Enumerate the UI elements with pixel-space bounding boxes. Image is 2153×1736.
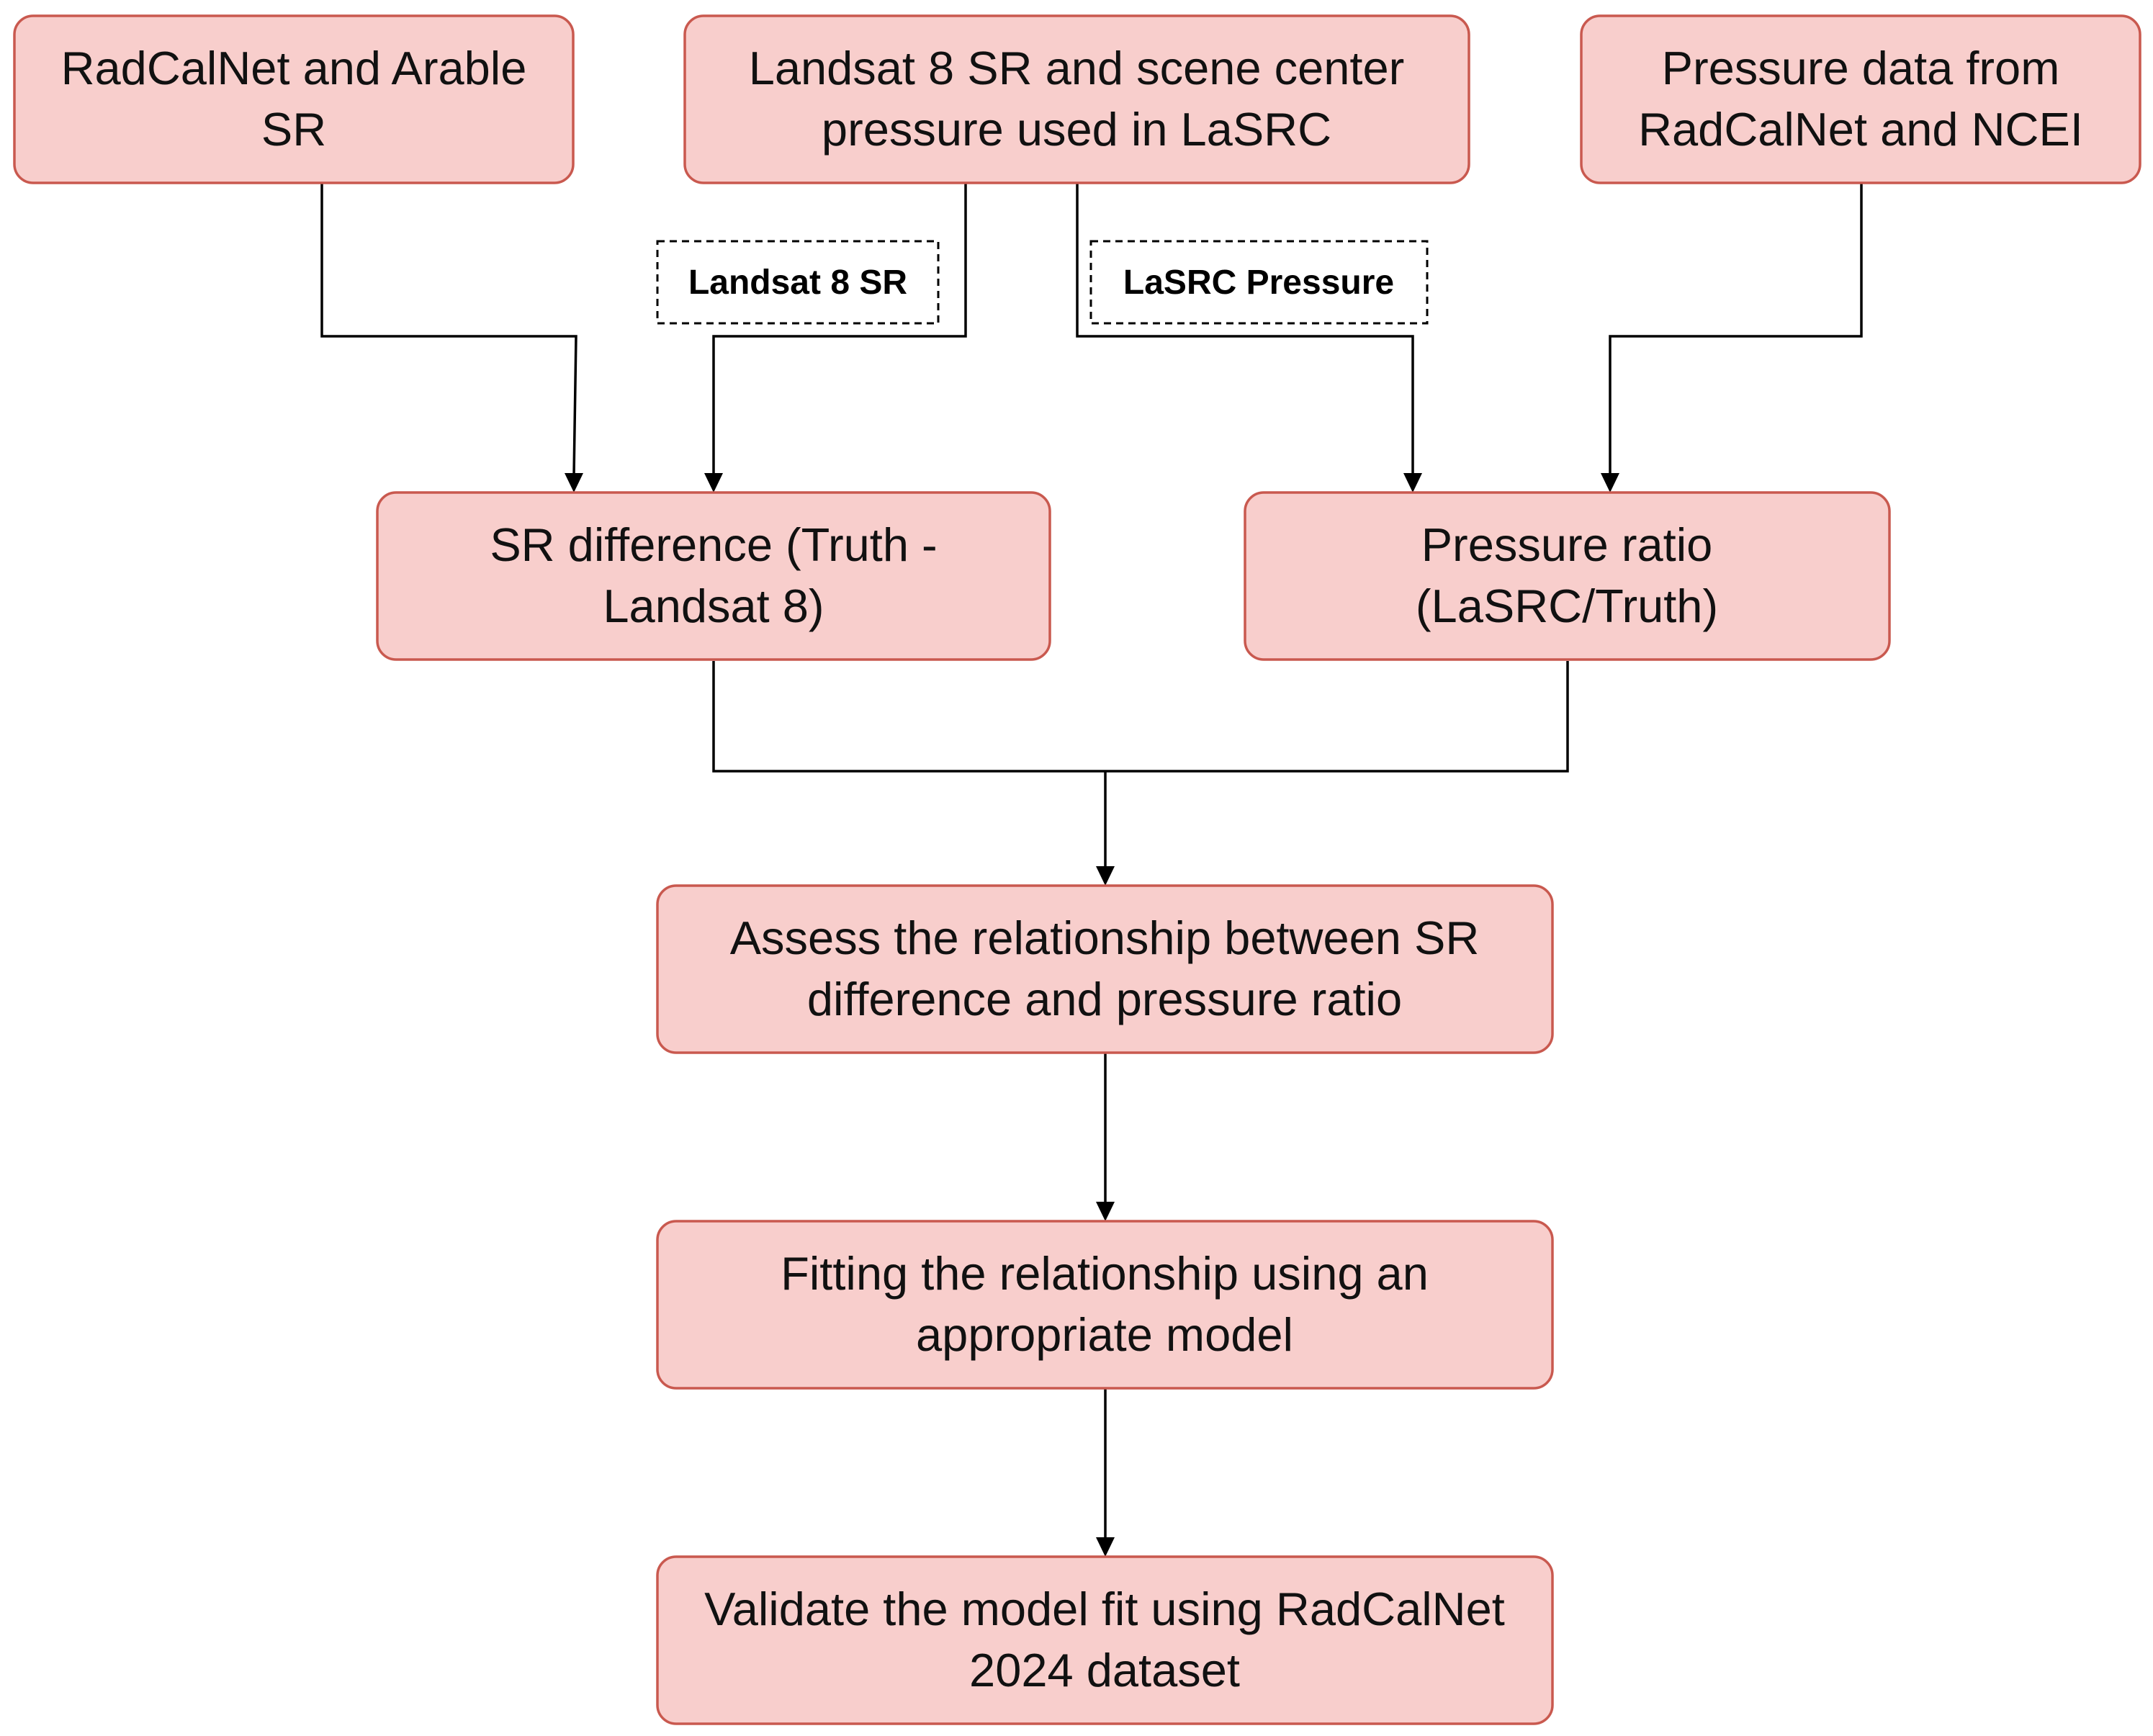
arrowhead-pressure-data-to-pressure-ratio — [1601, 473, 1619, 493]
node-validate-model: Validate the model fit using RadCalNet 2… — [656, 1555, 1554, 1725]
node-assess-relationship-line-2: difference and pressure ratio — [807, 973, 1402, 1025]
node-fit-relationship: Fitting the relationship using an approp… — [656, 1220, 1554, 1390]
node-sr-difference-line-2: Landsat 8) — [603, 580, 824, 632]
node-pressure-ratio-line-1: Pressure ratio — [1421, 518, 1713, 571]
node-pressure-ratio-line-2: (LaSRC/Truth) — [1416, 580, 1718, 632]
arrowhead-fitting-to-validate — [1096, 1537, 1115, 1557]
node-landsat-sr-pressure-line-1: Landsat 8 SR and scene center — [749, 42, 1405, 94]
node-pressure-data: Pressure data from RadCalNet and NCEI — [1580, 14, 2141, 184]
node-pressure-data-line-1: Pressure data from — [1662, 42, 2060, 94]
node-assess-relationship: Assess the relationship between SR diffe… — [656, 884, 1554, 1054]
node-fit-relationship-line-2: appropriate model — [916, 1308, 1293, 1361]
connector-sr-difference-to-junction — [712, 661, 1569, 773]
node-landsat-sr-pressure-line-2: pressure used in LaSRC — [822, 103, 1331, 156]
arrowhead-junction-to-assess — [1096, 866, 1115, 886]
arrowhead-landsat-sr-to-sr-difference — [704, 473, 723, 493]
arrowhead-assess-to-fitting — [1096, 1202, 1115, 1221]
node-pressure-data-line-2: RadCalNet and NCEI — [1638, 103, 2083, 156]
arrowhead-radcalnet-to-sr-difference — [565, 473, 583, 493]
node-validate-model-line-1: Validate the model fit using RadCalNet — [704, 1583, 1505, 1635]
node-sr-difference-line-1: SR difference (Truth - — [490, 518, 937, 571]
edge-label-lasrc-pressure: LaSRC Pressure — [1089, 240, 1429, 325]
node-validate-model-line-2: 2024 dataset — [969, 1644, 1240, 1696]
connector-radcalnet-to-sr-difference — [320, 183, 577, 476]
connector-pressure-data-to-pressure-ratio — [1609, 183, 1863, 475]
node-radcalnet-arable-sr-line-2: SR — [261, 103, 326, 156]
connector-landsat-sr-to-sr-difference — [712, 183, 967, 475]
node-sr-difference: SR difference (Truth - Landsat 8) — [376, 491, 1051, 661]
node-radcalnet-arable-sr: RadCalNet and Arable SR — [13, 14, 575, 184]
node-fit-relationship-line-1: Fitting the relationship using an — [781, 1247, 1429, 1300]
connectors — [320, 183, 1863, 1557]
arrowhead-lasrc-pressure-to-pressure-ratio — [1403, 473, 1422, 493]
node-assess-relationship-line-1: Assess the relationship between SR — [730, 912, 1480, 964]
connector-lasrc-pressure-to-pressure-ratio — [1076, 183, 1414, 475]
node-landsat-sr-pressure: Landsat 8 SR and scene center pressure u… — [683, 14, 1470, 184]
edge-label-landsat-sr: Landsat 8 SR — [656, 240, 940, 325]
edge-label-lasrc-pressure-text: LaSRC Pressure — [1123, 264, 1394, 302]
node-pressure-ratio: Pressure ratio (LaSRC/Truth) — [1244, 491, 1891, 661]
edge-label-landsat-sr-text: Landsat 8 SR — [688, 264, 907, 302]
node-radcalnet-arable-sr-line-1: RadCalNet and Arable — [61, 42, 527, 94]
